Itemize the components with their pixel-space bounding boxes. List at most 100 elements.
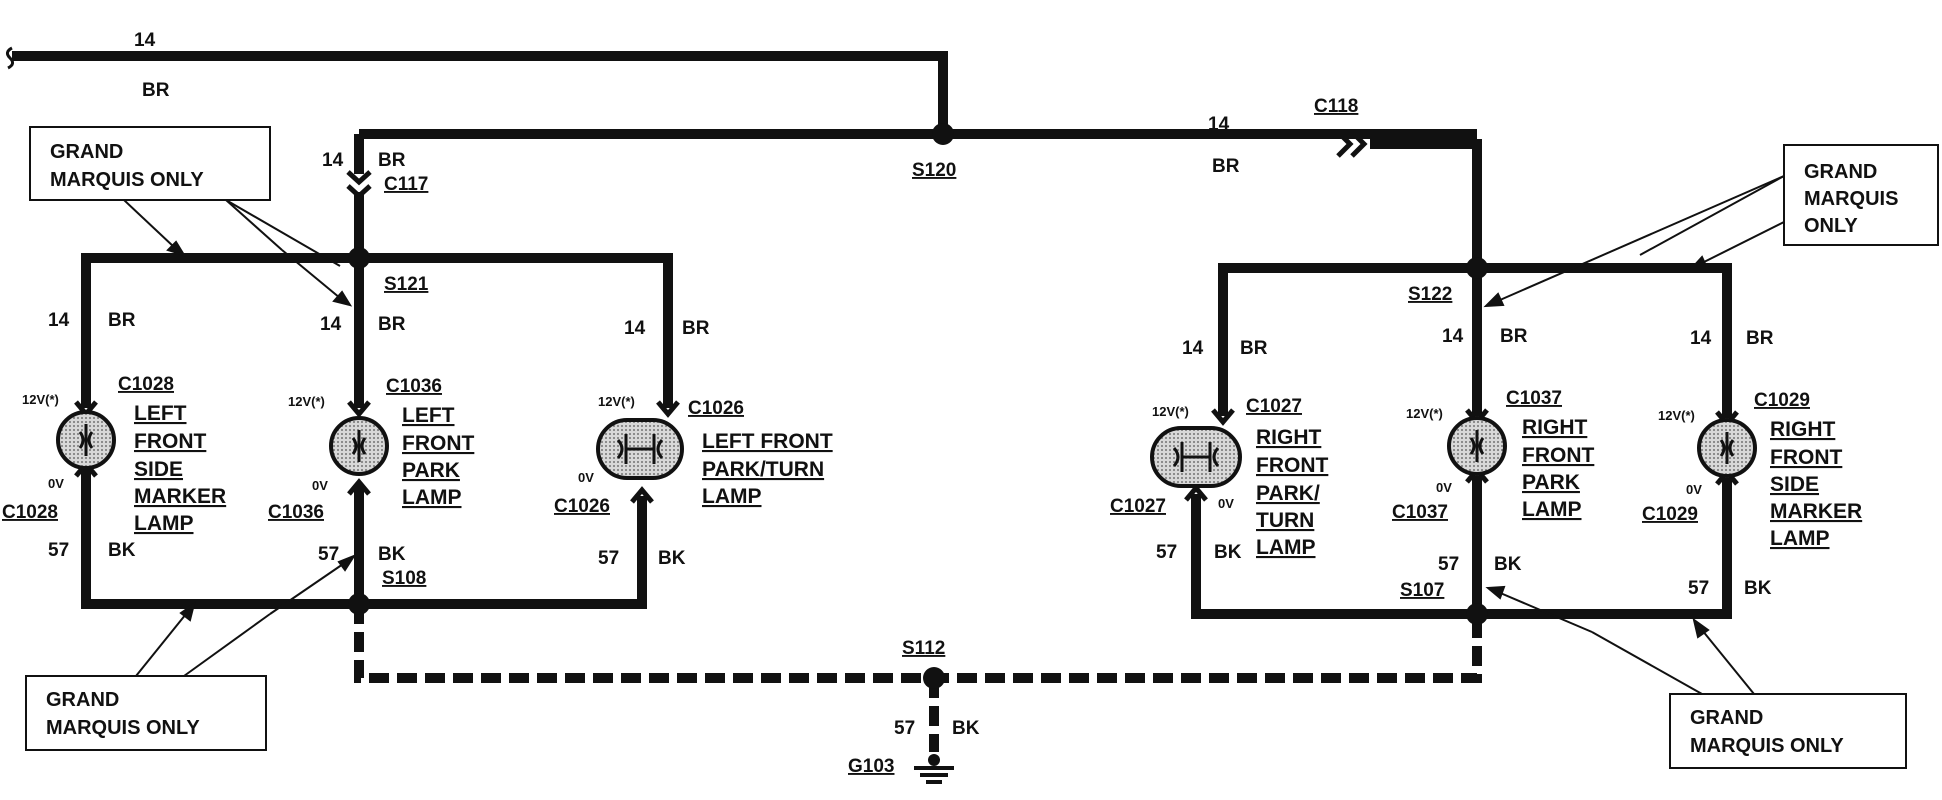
c1026-ground-gauge: 57 (598, 548, 619, 569)
c1028-feed-color: BR (108, 310, 136, 331)
c1028-ground-color: BK (108, 540, 136, 561)
c1037-lamp-icon (1447, 408, 1507, 484)
lamp-line: LEFT (134, 402, 187, 425)
note-left-bottom-line1: GRAND (46, 689, 119, 711)
wire-end-icon (5, 46, 15, 70)
s107-dot (1466, 603, 1488, 625)
c1028-ground-gauge: 57 (48, 540, 69, 561)
c1028-lamp-icon (56, 400, 116, 478)
c1026-ground-color: BK (658, 548, 686, 569)
left-bottom-bus-a (81, 468, 359, 609)
c1036-ground-gauge: 57 (318, 544, 339, 565)
note-left-top-line2: MARQUIS ONLY (50, 169, 204, 191)
s122-label: S122 (1408, 284, 1452, 305)
power-wires (12, 51, 1732, 619)
c1029-bottom-label: C1029 (1642, 504, 1698, 525)
c118-gauge: 14 (1208, 114, 1230, 135)
c1037-feed-gauge: 14 (1442, 326, 1464, 347)
note-right-top-line2: MARQUIS (1804, 188, 1898, 210)
note-boxes (25, 126, 1939, 769)
c1029-lamp-name: RIGHT FRONT SIDE MARKER LAMP (1770, 418, 1862, 550)
c1027-ground-gauge: 57 (1156, 542, 1177, 563)
c118-connector-symbol (1336, 130, 1368, 158)
c1028-12v: 12V(*) (22, 392, 59, 407)
s122-dot (1466, 257, 1488, 279)
lamp-line: LEFT (402, 404, 455, 427)
c1028-0v: 0V (48, 476, 64, 491)
s120-dot (932, 123, 954, 145)
right-bottom-bus (1191, 478, 1732, 619)
lamp-line: FRONT (402, 432, 474, 455)
c117-color: BR (378, 150, 406, 171)
c1027-lamp-icon (1150, 408, 1242, 502)
lamp-line: FRONT (1770, 446, 1842, 469)
lamp-line: LEFT FRONT (702, 430, 833, 453)
lamp-line: SIDE (134, 458, 183, 481)
lamp-line: LAMP (702, 485, 762, 508)
lamp-line: LAMP (1770, 527, 1830, 550)
lamp-line: PARK (402, 459, 460, 482)
lamp-line: PARK/TURN (702, 458, 824, 481)
c1029-feed-gauge: 14 (1690, 328, 1712, 349)
c1028-lamp-name: LEFT FRONT SIDE MARKER LAMP (134, 402, 226, 535)
g103-gauge: 57 (894, 718, 915, 739)
c1029-ground-color: BK (1744, 578, 1772, 599)
c117-label: C117 (384, 174, 428, 195)
c1037-bottom-label: C1037 (1392, 502, 1448, 523)
ground-wires (354, 604, 1482, 752)
c1037-ground-gauge: 57 (1438, 554, 1459, 575)
lamp-line: SIDE (1770, 473, 1819, 496)
note-left-bottom-line2: MARQUIS ONLY (46, 717, 200, 739)
c1036-0v: 0V (312, 478, 328, 493)
c1026-0v: 0V (578, 470, 594, 485)
c1036-lamp-name: LEFT FRONT PARK LAMP (402, 404, 474, 509)
c1026-top-label: C1026 (688, 398, 744, 419)
s120-label: S120 (912, 160, 956, 181)
c1036-feed-gauge: 14 (320, 314, 342, 335)
c1026-bottom-label: C1026 (554, 496, 610, 517)
g103-color: BK (952, 718, 980, 739)
c118-label: C118 (1314, 96, 1358, 117)
note-right-top-line3: ONLY (1804, 215, 1858, 237)
note-box-left-top (29, 126, 271, 201)
c1036-bottom-label: C1036 (268, 502, 324, 523)
leader-arrows (123, 175, 1785, 695)
lamp-line: MARKER (134, 485, 226, 508)
note-right-bottom-line1: GRAND (1690, 707, 1763, 729)
note-box-left-bottom (25, 675, 267, 751)
lamp-line: LAMP (134, 512, 194, 535)
c118-color: BR (1212, 156, 1240, 177)
c1036-top-label: C1036 (386, 376, 442, 397)
c1027-12v: 12V(*) (1152, 404, 1189, 419)
splice-dots (348, 123, 1488, 689)
c1029-0v: 0V (1686, 482, 1702, 497)
c1037-top-label: C1037 (1506, 388, 1562, 409)
c1026-12v: 12V(*) (598, 394, 635, 409)
s107-label: S107 (1400, 580, 1444, 601)
lamp-line: RIGHT (1522, 416, 1588, 439)
lamp-line: FRONT (134, 430, 206, 453)
note-box-right-top (1783, 144, 1939, 246)
c1037-0v: 0V (1436, 480, 1452, 495)
c1037-lamp-name: RIGHT FRONT PARK LAMP (1522, 416, 1594, 521)
voltage-labels: 12V(*) 0V 12V(*) 0V 12V(*) 0V 12V(*) 0V … (22, 392, 1702, 511)
note-box-right-bottom (1669, 693, 1907, 769)
note-right-bottom-line2: MARQUIS ONLY (1690, 735, 1844, 757)
c1036-lamp-icon (329, 400, 389, 496)
wire-labels: 14 BR 14 BR 14 BR 14 BR 14 BR 14 BR 14 B… (48, 30, 1774, 739)
c1027-top-label: C1027 (1246, 396, 1302, 417)
lamp-line: LAMP (1256, 536, 1316, 559)
c1028-top-label: C1028 (118, 374, 174, 395)
c1029-lamp-icon (1697, 410, 1757, 486)
lamp-line: LAMP (1522, 498, 1582, 521)
lamp-line: RIGHT (1256, 426, 1322, 449)
lamp-line: MARKER (1770, 500, 1862, 523)
lamp-line: PARK (1522, 471, 1580, 494)
left-top-bus (81, 253, 673, 408)
lamp-line: FRONT (1522, 444, 1594, 467)
c1028-bottom-label: C1028 (2, 502, 58, 523)
top-gauge: 14 (134, 30, 156, 51)
c1027-0v: 0V (1218, 496, 1234, 511)
left-bottom-bus-b (354, 486, 647, 609)
